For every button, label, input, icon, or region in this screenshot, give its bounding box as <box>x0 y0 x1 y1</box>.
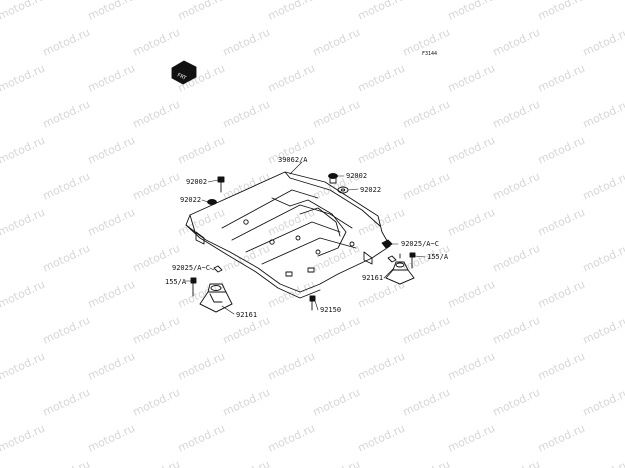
washer-92022-left <box>207 199 217 205</box>
callout-92022-right: 92022 <box>360 186 382 194</box>
rubber-mount-92161-left <box>199 265 233 313</box>
bolt-92002-right <box>328 173 338 184</box>
callout-92002-right: 92002 <box>346 172 368 180</box>
callout-92002-left: 92002 <box>186 178 208 186</box>
callout-39062-A: 39062/A <box>278 156 308 164</box>
bolt-155-left <box>190 277 197 297</box>
callout-92025-left: 92025/A~C <box>172 264 210 272</box>
washer-92022-right <box>337 186 349 194</box>
diagram-code: F3144 <box>422 51 438 57</box>
front-arrow-icon: FRT <box>171 60 197 85</box>
svg-text:FRT: FRT <box>176 72 188 82</box>
bolt-155-right <box>409 252 416 269</box>
leader-lines <box>184 161 426 315</box>
callout-155-right: 155/A <box>427 253 449 261</box>
rubber-mount-92161-right <box>385 253 415 285</box>
callout-92161-left: 92161 <box>236 311 258 319</box>
skid-plate-frame <box>185 171 391 299</box>
bolt-92150 <box>309 295 316 311</box>
callout-92025-right: 92025/A~C <box>401 240 439 248</box>
callout-92161-right: 92161 <box>362 274 384 282</box>
callout-92150: 92150 <box>320 306 342 314</box>
bolt-92002-left <box>217 176 225 193</box>
callout-155-left: 155/A <box>165 278 187 286</box>
callout-92022-left: 92022 <box>180 196 202 204</box>
